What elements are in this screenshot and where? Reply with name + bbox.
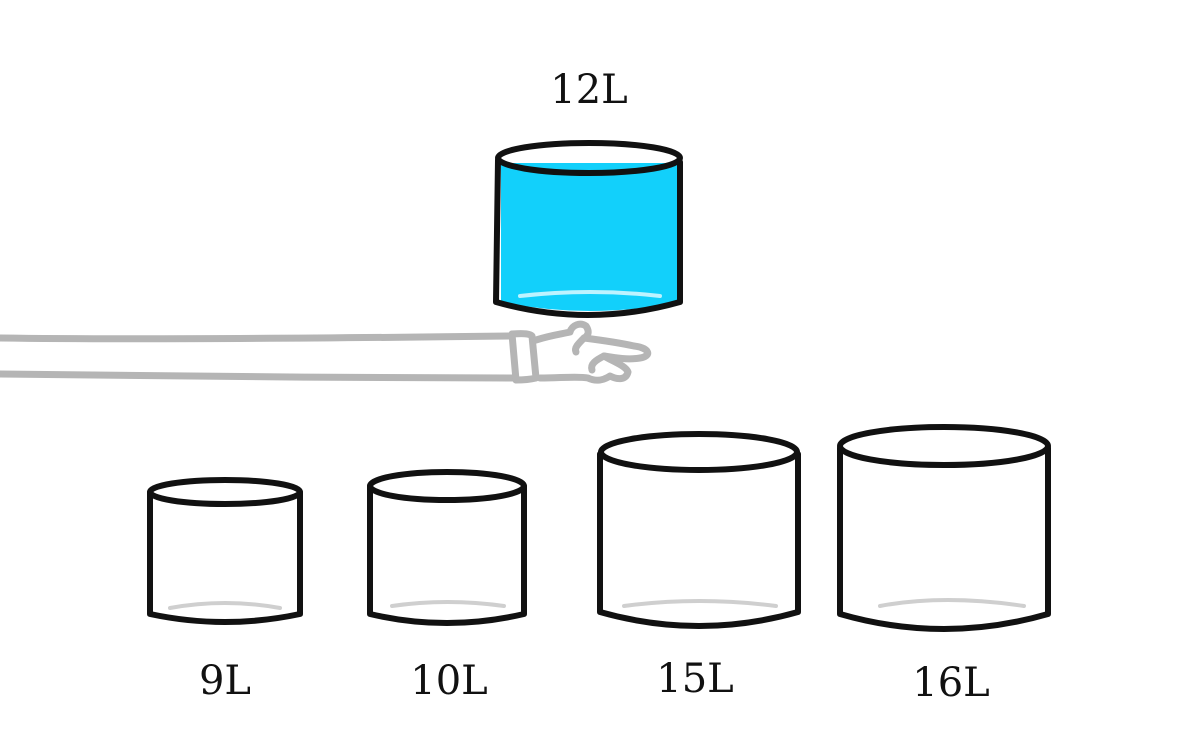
held-container[interactable]: [493, 140, 683, 318]
container-16L-label: 16L: [912, 660, 989, 706]
container-10L-label: 10L: [410, 658, 487, 704]
held-container-label: 12L: [550, 67, 627, 113]
container-rim: [495, 140, 683, 176]
container-15L-label: 15L: [656, 656, 733, 702]
arm: [0, 330, 540, 384]
container-10L[interactable]: [367, 469, 527, 626]
hand: [532, 320, 652, 384]
container-16L[interactable]: [837, 424, 1051, 632]
water-fill: [501, 163, 679, 311]
container-15L[interactable]: [597, 431, 801, 629]
container-9L[interactable]: [147, 477, 303, 625]
container-9L-label: 9L: [199, 658, 251, 704]
